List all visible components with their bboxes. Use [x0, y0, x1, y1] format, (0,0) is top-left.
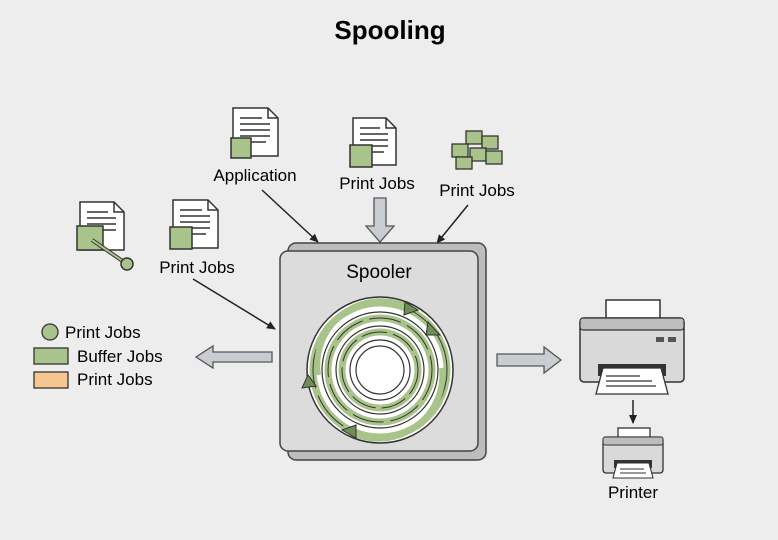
print-jobs-left-document-icon [169, 199, 219, 250]
key-icon [120, 257, 134, 271]
green-square-icon [169, 226, 193, 250]
right-arrow-icon [496, 345, 563, 375]
printer-label: Printer [608, 483, 658, 502]
down-arrow-icon [364, 197, 396, 243]
print-jobs-right-label: Print Jobs [439, 181, 515, 200]
application-document-icon [230, 107, 279, 159]
legend-rect-icon [33, 347, 69, 365]
puzzle-blocks-icon [451, 130, 503, 170]
small-printer-icon [602, 427, 664, 479]
legend-item-label: Print Jobs [77, 370, 153, 389]
legend-circle-icon [41, 323, 59, 341]
print-jobs-left-label: Print Jobs [159, 258, 235, 277]
legend-item-label: Print Jobs [65, 323, 141, 342]
document-with-key-icon [76, 201, 134, 271]
legend: Print Jobs Buffer Jobs Print Jobs [33, 323, 163, 389]
spool-buffer-icon [301, 296, 454, 444]
print-jobs-top-document-icon [349, 117, 397, 168]
diagram-title: Spooling [334, 15, 445, 45]
legend-item-label: Buffer Jobs [77, 347, 163, 366]
legend-rect-icon [33, 371, 69, 389]
spooler-label: Spooler [346, 262, 412, 283]
green-square-icon [349, 144, 373, 168]
print-jobs-right-arrow [436, 204, 469, 244]
application-arrow [261, 189, 319, 243]
left-arrow-icon [194, 344, 273, 370]
print-jobs-top-label: Print Jobs [339, 174, 415, 193]
print-jobs-left-arrow [192, 278, 276, 330]
printer-icon [579, 299, 685, 395]
green-square-icon [230, 137, 252, 159]
application-label: Application [213, 166, 296, 185]
